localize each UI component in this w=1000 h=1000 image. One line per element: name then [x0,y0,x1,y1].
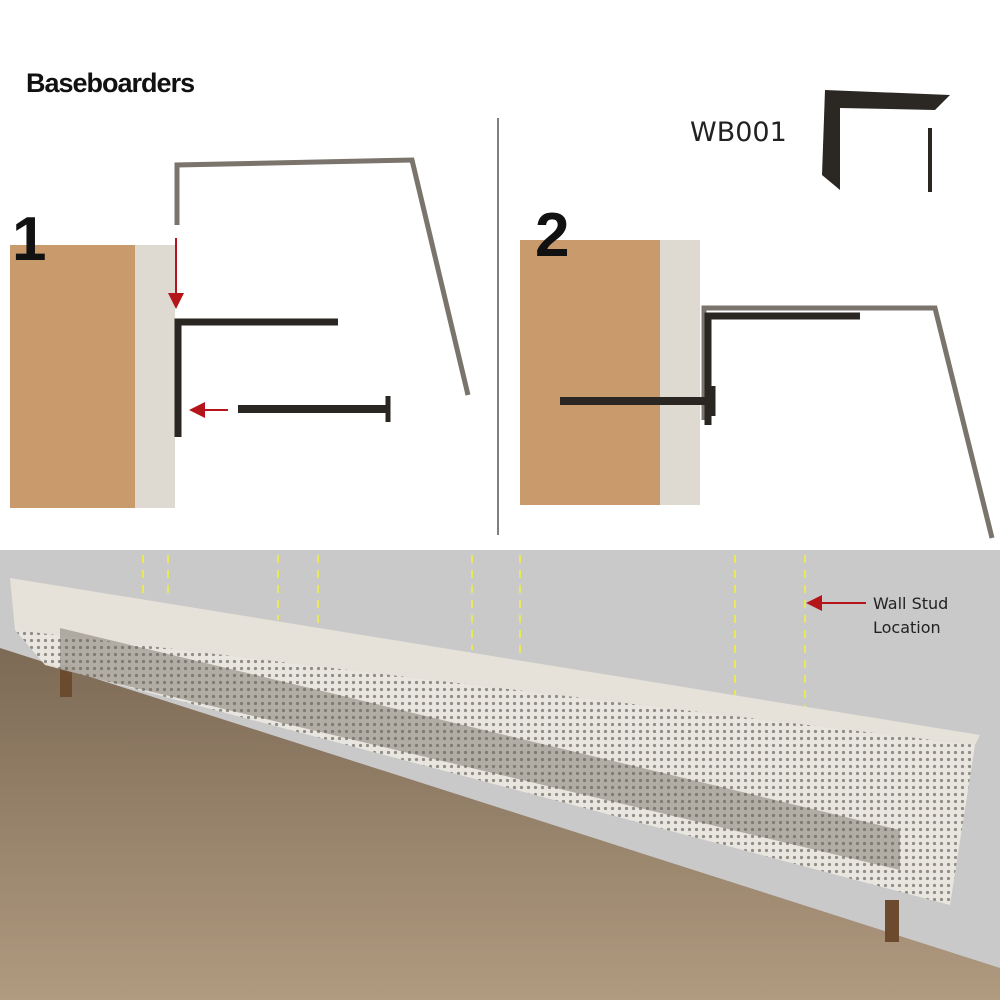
model-number: WB001 [690,117,787,148]
heater-element [60,628,900,870]
pipe-leg-left [60,665,72,697]
bracket-2 [704,312,860,425]
bracket-1 [174,318,338,437]
drywall-1 [135,245,175,508]
wood-stud-1 [10,245,135,508]
brand-logo: Baseboarders [26,68,195,98]
cover-top [10,578,980,745]
stud-lines [142,555,806,715]
drywall-2 [660,240,700,505]
step-2-label: 2 [535,201,570,270]
cover-profile-2 [701,305,995,539]
bracket-product-icon [822,90,950,190]
cover-profile-1 [174,157,471,396]
pipe-leg-right [885,900,899,942]
floor [0,648,1000,1000]
annotation-line-2: Location [873,618,941,637]
step-1-label: 1 [12,205,47,274]
annotation-line-1: Wall Stud [873,594,949,613]
baseboard-cover [15,630,975,905]
wall-stud-annotation: Wall Stud Location [873,592,948,640]
wood-stud-2 [520,240,660,505]
